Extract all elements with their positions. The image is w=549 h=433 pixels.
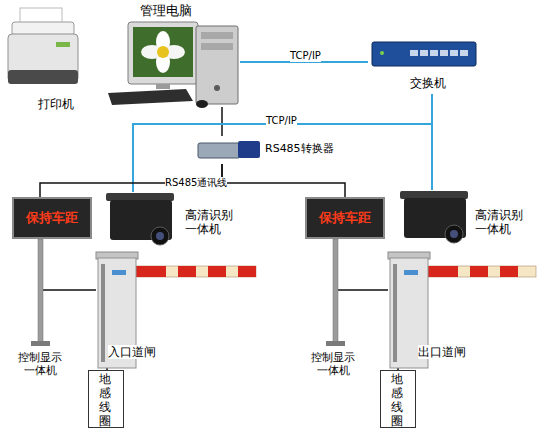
switch-body [372, 42, 476, 66]
switch-led [380, 51, 384, 55]
post-base [326, 341, 345, 346]
exit-barrier: 出口道闸 [388, 253, 538, 365]
switch-port [460, 50, 468, 56]
printer-device: 打印机 [0, 5, 88, 115]
arm-stripe [178, 266, 196, 277]
cabinet-badge [404, 270, 418, 275]
display-post [31, 239, 345, 346]
switch-device: 交换机 [368, 36, 478, 94]
printer-led [56, 42, 70, 47]
camera-device: 高清识别 一体机 [398, 190, 546, 247]
barrier-drawing [96, 252, 536, 368]
cabinet-edge [393, 264, 397, 362]
arm-stripe [238, 266, 256, 277]
computer-device: 管理电脑 [105, 3, 240, 107]
post-pole [38, 239, 43, 343]
arm-stripe [470, 266, 488, 277]
camera-body [110, 200, 172, 240]
computer-drawing [108, 22, 238, 108]
device-label: 管理电脑 [140, 3, 200, 19]
connector-label: RS485通讯线 [165, 177, 227, 189]
arm-stripe [208, 266, 226, 277]
camera-glass [156, 232, 164, 240]
camera-glass [450, 230, 458, 238]
drive-bay [201, 43, 233, 50]
device-label: RS485转换器 [265, 142, 345, 155]
camera-lens [445, 225, 463, 243]
printer-front [8, 70, 78, 84]
connector-line [335, 239, 388, 290]
connector-label: TCP/IP [266, 115, 297, 127]
drive-bay [201, 32, 233, 39]
monitor-stand [156, 84, 170, 89]
flower-center [157, 46, 169, 58]
entry-barrier: 入口道闸 [96, 253, 258, 365]
switch-port [430, 50, 438, 56]
device-label: 保持车距 [14, 210, 90, 226]
post-pole [333, 239, 338, 343]
post-base [31, 341, 50, 346]
camera-body [404, 198, 466, 238]
converter-drawing [198, 141, 260, 158]
camera-lens [151, 227, 169, 245]
barrier-arm [136, 266, 256, 277]
camera-hood [400, 191, 468, 199]
camera-device: 高清识别 一体机 [105, 192, 245, 248]
arm-stripe [500, 266, 518, 277]
monitor-frame [128, 22, 198, 84]
loop-box: 地 感 线 圈 [88, 370, 124, 428]
device-caption: 控制显示 一体机 [309, 351, 357, 377]
switch-port [420, 50, 428, 56]
device-label: 高清识别 一体机 [475, 208, 527, 237]
arm-stripe [428, 266, 458, 277]
connector-line [40, 239, 96, 290]
device-caption: 控制显示 一体机 [16, 351, 64, 377]
device-label: 地 感 线 圈 [99, 372, 113, 428]
connector-line [431, 94, 433, 190]
power-button [214, 85, 220, 91]
device-label: 出口道闸 [418, 345, 470, 359]
switch-port [450, 50, 458, 56]
printer-drawing [8, 8, 78, 84]
keyboard [108, 89, 193, 105]
display-board: 保持车距控制显示 一体机 [12, 197, 92, 239]
switch-port [410, 50, 418, 56]
camera-drawing [106, 191, 468, 245]
cabinet-badge [112, 270, 126, 275]
device-label: 高清识别 一体机 [185, 208, 237, 237]
device-label: 保持车距 [307, 210, 383, 226]
device-label: 入口道闸 [108, 345, 160, 359]
barrier-arm [428, 266, 536, 277]
cabinet-edge [101, 264, 105, 362]
converter-body [198, 143, 240, 158]
converter-plug [238, 141, 260, 158]
camera-hood [106, 193, 174, 201]
connector-line [222, 164, 345, 197]
display-board: 保持车距控制显示 一体机 [305, 197, 385, 239]
device-label: 交换机 [410, 76, 460, 90]
loop-box: 地 感 线 圈 [380, 370, 416, 428]
converter-device: RS485转换器 [193, 136, 338, 164]
connector-line [133, 94, 432, 192]
connector-label: TCP/IP [290, 50, 321, 62]
device-label: 地 感 线 圈 [391, 372, 405, 428]
pc-tower [196, 26, 238, 104]
connector-line [221, 107, 223, 136]
monitor-screen [133, 27, 193, 77]
device-label: 打印机 [38, 97, 88, 111]
switch-drawing [372, 42, 476, 66]
arm-stripe [136, 266, 166, 277]
mouse [196, 100, 208, 108]
switch-port [440, 50, 448, 56]
